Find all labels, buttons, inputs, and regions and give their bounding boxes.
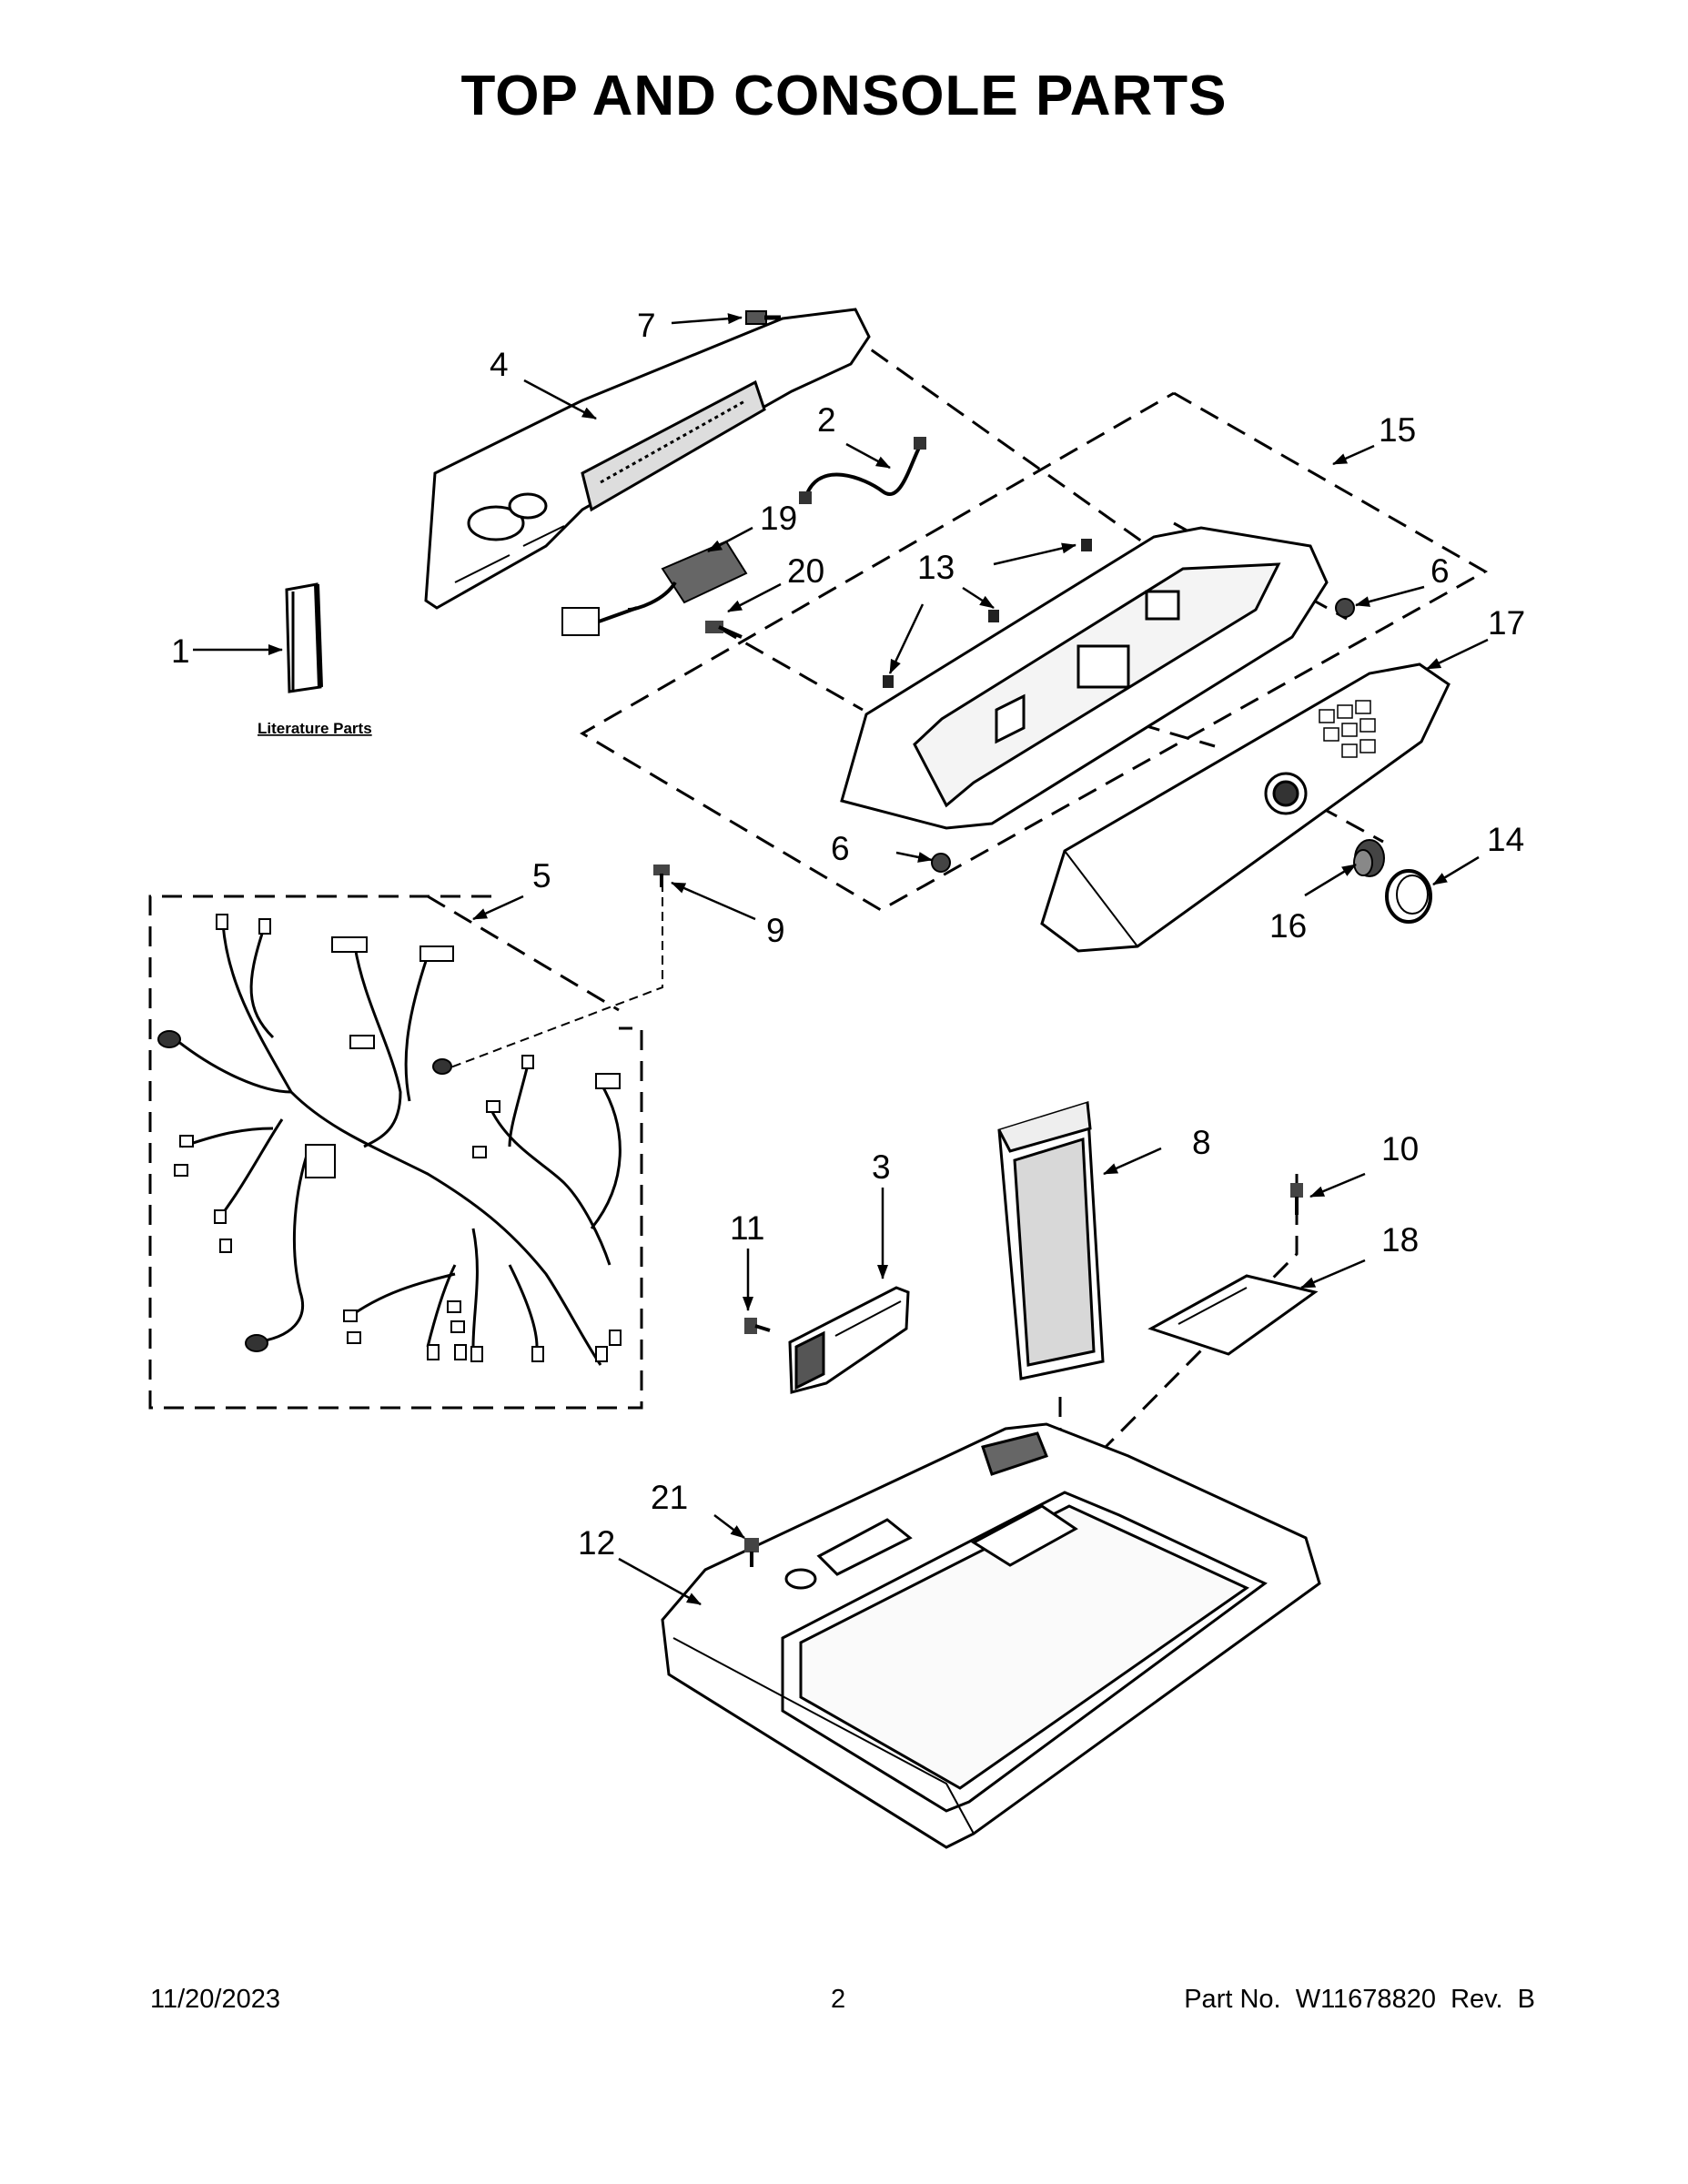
callout-4: 4 — [490, 346, 509, 383]
part-9-screw — [653, 864, 670, 887]
part-16-knob — [1353, 839, 1385, 877]
callout-3: 3 — [872, 1148, 891, 1186]
part-4-console-housing — [424, 308, 871, 610]
footer-part-number: Part No. W11678820 Rev. B — [1184, 1985, 1535, 2014]
callout-17: 17 — [1488, 604, 1525, 642]
part-1-literature — [285, 582, 323, 693]
part-7-screw — [745, 310, 781, 325]
part-2-wire — [804, 443, 923, 497]
callout-7: 7 — [637, 307, 656, 344]
part-10-screw — [1290, 1183, 1303, 1215]
literature-parts-label: Literature Parts — [258, 720, 372, 737]
callout-9: 9 — [766, 912, 785, 949]
part-6-screw — [1335, 598, 1355, 618]
callout-1: 1 — [171, 632, 190, 670]
ground-terminal — [245, 1334, 268, 1352]
ground-terminal — [157, 1030, 181, 1048]
assembly-guide-lines — [148, 330, 1489, 1449]
part-5-wire-harness — [172, 923, 622, 1366]
callout-16: 16 — [1269, 907, 1307, 945]
part-6-screw — [931, 853, 951, 873]
callout-15: 15 — [1379, 411, 1416, 449]
part-13-clip — [988, 610, 999, 622]
callout-8: 8 — [1192, 1124, 1211, 1161]
callout-2: 2 — [817, 401, 836, 439]
part-14-ring — [1385, 869, 1432, 924]
screw-9-guide — [445, 883, 663, 1070]
part-5-connectors — [174, 914, 622, 1362]
part-8-lint-screen — [997, 1101, 1105, 1380]
callout-18: 18 — [1381, 1221, 1419, 1259]
leader-arrows — [193, 313, 1489, 1606]
part-19-control-board — [561, 540, 748, 636]
callout-12: 12 — [578, 1524, 615, 1562]
part-18-bracket — [1147, 1274, 1319, 1356]
callout-6b: 6 — [831, 830, 850, 867]
ground-terminal — [432, 1058, 452, 1075]
callout-14: 14 — [1487, 821, 1524, 858]
callout-13: 13 — [917, 549, 955, 586]
callout-20: 20 — [787, 552, 824, 590]
callout-6a: 6 — [1430, 552, 1450, 590]
callout-5: 5 — [532, 857, 551, 895]
part-13-clip — [1081, 539, 1092, 551]
callout-numbers: 1 2 3 4 5 6 6 7 8 9 10 11 12 13 14 15 16… — [171, 307, 1525, 1562]
callout-19: 19 — [760, 500, 797, 537]
part-3-bracket-assembly — [788, 1286, 910, 1394]
part-12-top-panel — [661, 1422, 1321, 1849]
group-15-outline — [580, 391, 1489, 912]
part-20-screw — [705, 621, 743, 639]
group-5-outline — [148, 895, 643, 1410]
page-title: TOP AND CONSOLE PARTS — [460, 65, 1228, 127]
part-17-console-panel — [1040, 662, 1450, 953]
part-15-console-frame — [840, 526, 1329, 830]
callout-10: 10 — [1381, 1130, 1419, 1168]
footer-date: 11/20/2023 — [150, 1985, 280, 2014]
part-21-screw — [744, 1538, 759, 1567]
callout-21: 21 — [651, 1479, 688, 1516]
part-11-screw — [744, 1318, 771, 1334]
footer-page-number: 2 — [831, 1985, 846, 2014]
part-13-clip — [883, 675, 894, 688]
callout-11: 11 — [730, 1209, 764, 1247]
